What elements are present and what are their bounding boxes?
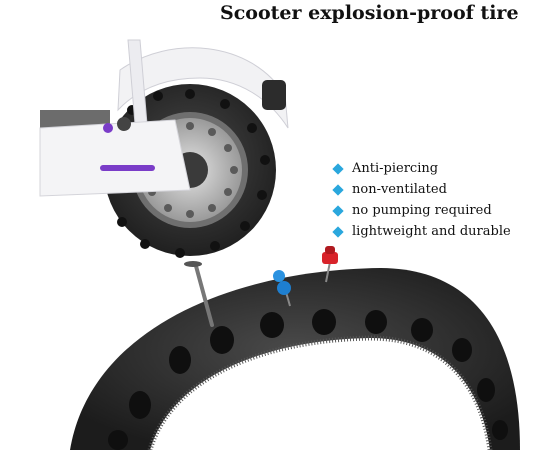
nail: [184, 261, 214, 327]
feature-item: non-ventilated: [332, 179, 511, 200]
diamond-bullet-icon: [332, 162, 344, 175]
large-tire: [70, 268, 520, 450]
red-push-pin: [322, 246, 338, 283]
feature-item: no pumping required: [332, 200, 511, 221]
feature-label: no pumping required: [352, 203, 492, 218]
feature-label: Anti-piercing: [352, 161, 439, 176]
diamond-bullet-icon: [332, 183, 344, 196]
diamond-bullet-icon: [332, 225, 344, 238]
diamond-bullet-icon: [332, 204, 344, 217]
feature-label: non-ventilated: [352, 182, 447, 197]
feature-item: lightweight and durable: [332, 221, 511, 242]
blue-push-pin: [273, 270, 291, 307]
feature-label: lightweight and durable: [352, 224, 511, 239]
feature-list: Anti-piercing non-ventilated no pumping …: [332, 158, 511, 242]
scooter-body: [39, 39, 289, 197]
page-title: Scooter explosion-proof tire: [220, 2, 519, 24]
feature-item: Anti-piercing: [332, 158, 511, 179]
